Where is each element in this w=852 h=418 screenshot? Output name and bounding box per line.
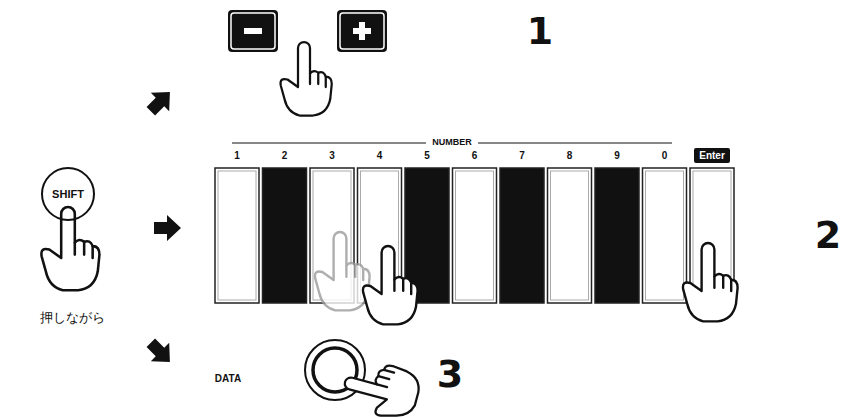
key-number: 3	[329, 150, 335, 161]
plus-button	[337, 10, 387, 52]
key-number: 0	[662, 150, 668, 161]
key-number: 4	[377, 150, 383, 161]
node-text: Enter	[699, 150, 725, 161]
instruction-text: 押しながら	[40, 311, 105, 325]
enter-key-label: Enter	[694, 148, 730, 163]
key-number: 5	[424, 150, 430, 161]
key-number: 8	[567, 150, 573, 161]
key-number: 7	[519, 150, 525, 161]
hand-icons	[41, 42, 737, 418]
shift-button: SHIFT	[41, 167, 95, 221]
key-number: 6	[472, 150, 478, 161]
key-number: 2	[282, 150, 288, 161]
callout-number: 3	[437, 354, 463, 396]
key-number: 9	[614, 150, 620, 161]
node-text: SHIFT	[52, 188, 84, 200]
minus-button	[228, 10, 278, 52]
direction-arrows	[142, 83, 181, 371]
callout-number: 2	[815, 215, 841, 257]
key-inner-edges	[218, 171, 731, 300]
group-label: NUMBER	[426, 138, 478, 148]
keyboard-keys	[215, 168, 734, 303]
knob-label: DATA	[215, 373, 241, 384]
key-number: 1	[234, 150, 240, 161]
callout-number: 1	[527, 11, 553, 53]
